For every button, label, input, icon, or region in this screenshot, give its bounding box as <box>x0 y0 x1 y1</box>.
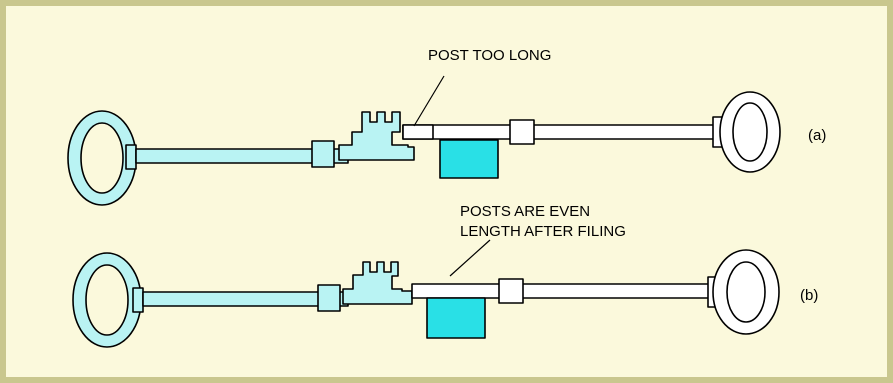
panel-b: POSTS ARE EVEN LENGTH AFTER FILING (b) <box>72 203 818 348</box>
panel-tag-b: (b) <box>800 287 818 304</box>
callout-leader-a <box>413 75 445 127</box>
left-key-b-bit <box>342 261 413 305</box>
right-key-a-ward <box>509 119 535 145</box>
left-key-a <box>67 110 415 206</box>
left-key-a-bow-hole <box>80 122 124 194</box>
right-key-b <box>411 249 780 335</box>
left-key-b-collar <box>132 287 144 313</box>
left-key-a-collar <box>125 144 137 170</box>
callout-posts-even-line2: LENGTH AFTER FILING <box>460 223 626 240</box>
left-key-b-bow-hole <box>85 264 129 336</box>
callout-leader-b <box>449 239 491 277</box>
left-key-b-ward <box>317 284 341 312</box>
callout-posts-even-line1: POSTS ARE EVEN <box>460 203 590 220</box>
right-key-a <box>402 91 781 173</box>
right-key-b-ward <box>498 278 524 304</box>
panel-tag-a: (a) <box>808 127 826 144</box>
file-block-a <box>439 139 499 179</box>
panel-a: POST TOO LONG (a) <box>67 47 826 206</box>
right-key-a-post <box>402 124 434 140</box>
callout-post-too-long: POST TOO LONG <box>428 47 551 64</box>
left-key-a-ward <box>311 140 335 168</box>
right-key-b-shaft <box>411 283 711 299</box>
left-key-a-bit <box>338 111 415 161</box>
file-block-b <box>426 297 486 339</box>
right-key-a-bow-hole <box>732 102 768 162</box>
right-key-a-shaft <box>402 124 716 140</box>
right-key-b-bow-hole <box>726 261 766 323</box>
left-key-b <box>72 252 413 348</box>
